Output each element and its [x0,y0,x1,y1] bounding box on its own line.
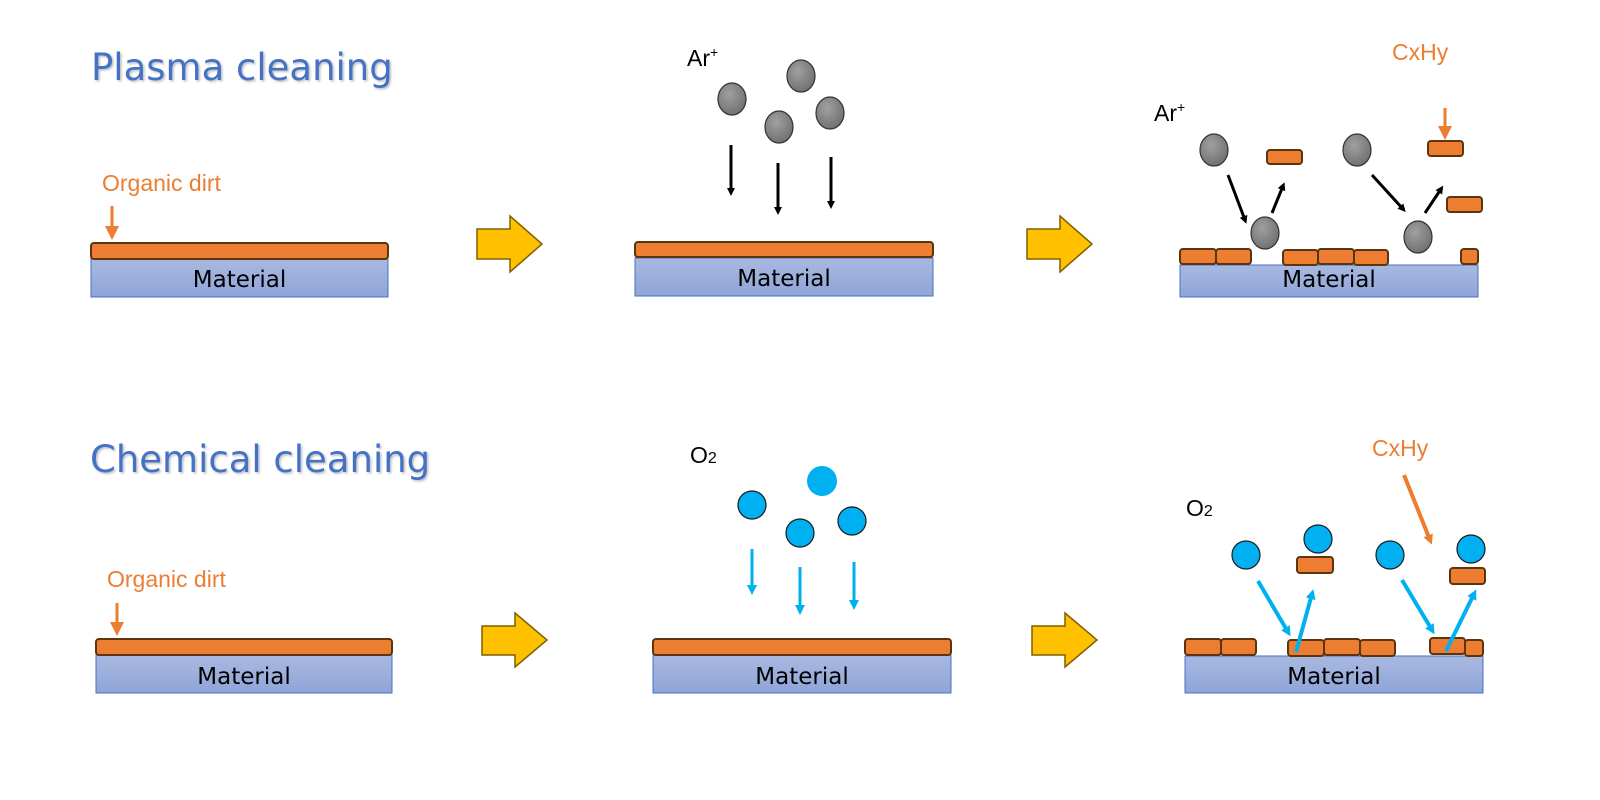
oxygen-label: O2 [690,442,717,468]
oxygen-molecule [737,490,767,520]
dirt-fragment [1220,638,1257,656]
ejected-dirt-fragment [1446,196,1483,213]
ejected-dirt-fragment [1266,149,1303,165]
argon-ion-particle [1403,220,1433,254]
argon-ion-particle [1250,216,1280,250]
incident-arrow-icon [1400,578,1435,635]
argon-ion-label: Ar+ [687,44,718,71]
material-block [1184,655,1484,694]
oxygen-molecule [1456,534,1486,564]
material-label: Material [755,664,848,690]
material-label: Material [193,267,286,293]
step-arrow-icon [481,611,549,669]
material-label: Material [1282,267,1375,293]
dirt-pointer-arrow-icon [110,603,124,636]
plasma-step-2: Ar+ Material [634,44,934,297]
dirt-pointer-arrow-icon [105,206,119,240]
ejected-dirt-fragment [1449,567,1486,585]
dirt-fragment [1353,249,1389,266]
rebound-arrow-icon [1294,589,1316,653]
hydrocarbon-label: CxHy [1372,435,1429,461]
chemical-row: Chemical cleaning Organic dirt Material … [90,435,1486,694]
plasma-step-3: CxHy Ar+ Material [1154,39,1483,298]
oxygen-molecule [807,466,837,496]
dirt-fragment [1317,248,1355,265]
material-block [652,654,952,694]
oxygen-molecule [1231,540,1261,570]
dirt-fragment [1323,638,1361,656]
plasma-title: Plasma cleaning [91,46,393,89]
dirt-fragment [1464,639,1484,657]
chemical-step-1: Organic dirt Material [95,566,393,694]
incident-arrow-icon [1226,174,1248,224]
rebound-arrow-icon [1423,185,1444,214]
chemical-step-3: CxHy O2 Material [1184,435,1486,694]
material-label: Material [1287,664,1380,690]
argon-ion-particle [1199,133,1229,167]
argon-ion-particle [815,96,845,130]
oxygen-molecule [837,506,867,536]
rebound-arrow-icon [1444,589,1477,652]
material-label: Material [737,266,830,292]
dirt-fragment [1460,248,1479,265]
plasma-step-1: Organic dirt Material [90,170,389,298]
organic-dirt-label: Organic dirt [107,566,226,592]
incident-arrow-icon [1256,579,1291,637]
step-arrow-icon [1026,214,1094,274]
organic-dirt-layer [90,242,389,260]
organic-dirt-layer [634,241,934,258]
ejected-dirt-fragment [1427,140,1464,157]
hydrocarbon-pointer-arrow-icon [1402,474,1433,545]
rebound-arrow-icon [1270,182,1286,214]
dirt-fragment [1359,639,1396,657]
hydrocarbon-label: CxHy [1392,39,1449,65]
oxygen-label: O2 [1186,495,1213,521]
organic-dirt-layer [652,638,952,656]
dirt-fragment [1287,639,1325,657]
dirt-fragment [1215,248,1252,265]
plasma-row: Plasma cleaning Organic dirt Material Ar… [90,39,1483,298]
dirt-fragment [1282,249,1319,266]
ejected-dirt-fragment [1296,556,1334,574]
organic-dirt-layer [95,638,393,656]
material-label: Material [197,664,290,690]
argon-ion-particle [764,110,794,144]
incident-arrow-icon [1370,173,1406,212]
chemical-title: Chemical cleaning [90,438,430,481]
argon-ion-particle [1342,133,1372,167]
oxygen-molecule [1375,540,1405,570]
material-block [90,258,389,298]
dirt-fragment [1179,248,1217,265]
argon-ion-label: Ar+ [1154,99,1185,126]
step-arrow-icon [1031,611,1099,669]
hydrocarbon-pointer-arrow-icon [1438,108,1452,140]
organic-dirt-label: Organic dirt [102,170,221,196]
oxygen-molecule [1303,524,1333,554]
step-arrow-icon [476,214,544,274]
oxygen-molecule [785,518,815,548]
chemical-step-2: O2 Material [652,442,952,694]
material-block [634,257,934,297]
argon-ion-particle [786,59,816,93]
dirt-fragment [1184,638,1222,656]
argon-ion-particle [717,82,747,116]
